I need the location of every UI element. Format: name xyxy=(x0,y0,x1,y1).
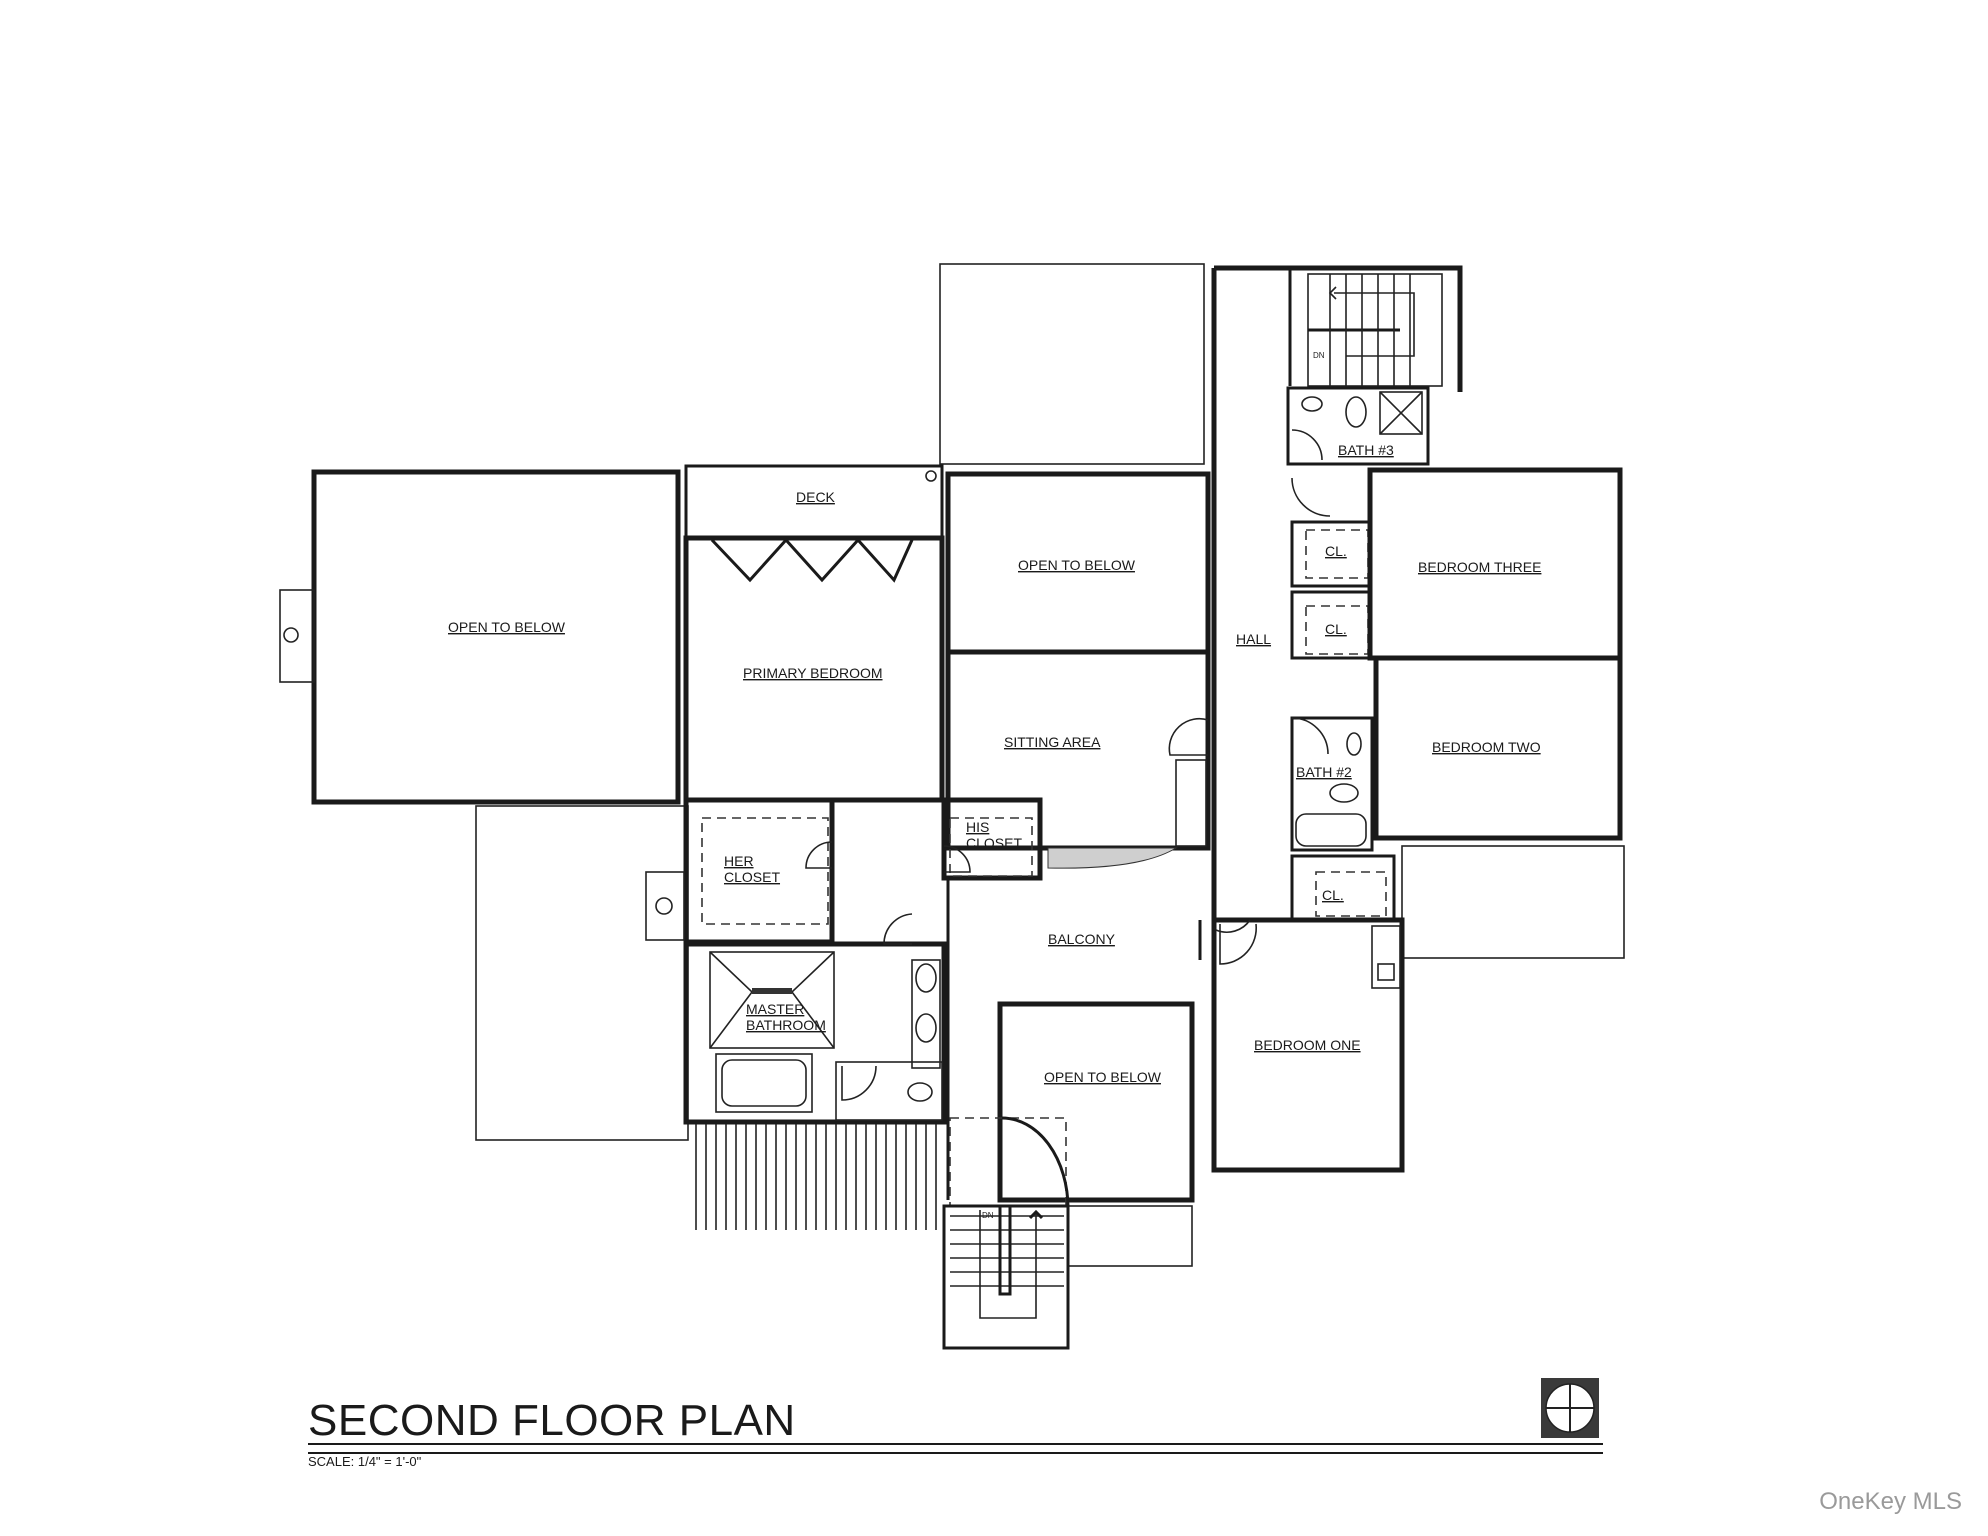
plan-title: SECOND FLOOR PLAN xyxy=(308,1396,796,1445)
room-label: HALL xyxy=(1236,631,1271,647)
room-primary-bedroom: PRIMARY BEDROOM xyxy=(683,535,945,803)
closet-label: CL. xyxy=(1322,887,1344,903)
closet-bedroom-one: CL. xyxy=(1290,854,1396,922)
room-bath-2: BATH #2 xyxy=(1290,716,1374,852)
title-underline xyxy=(308,1443,1603,1454)
room-bath-3: BATH #3 xyxy=(1286,386,1430,466)
room-deck: DECK xyxy=(684,464,944,583)
room-bedroom-one: BEDROOM ONE xyxy=(1211,917,1405,1173)
room-label: BEDROOM TWO xyxy=(1432,739,1541,755)
room-label: BALCONY xyxy=(1048,931,1116,947)
lower-floor-outlines xyxy=(475,263,1625,1267)
room-label: OPEN TO BELOW xyxy=(1044,1069,1162,1085)
stair-dn-label: DN xyxy=(982,1211,994,1220)
room-label: BEDROOM THREE xyxy=(1418,559,1541,575)
room-bedroom-two: BEDROOM TWO xyxy=(1373,655,1623,841)
room-bedroom-three: BEDROOM THREE xyxy=(1367,467,1623,661)
room-label: CLOSET xyxy=(966,835,1022,851)
closet-label: CL. xyxy=(1325,543,1347,559)
room-label: HIS xyxy=(966,819,989,835)
room-label: BATH #3 xyxy=(1338,442,1394,458)
north-arrow-icon xyxy=(1541,1378,1599,1438)
room-label: DECK xyxy=(796,489,836,505)
room-open-to-below-west: OPEN TO BELOW xyxy=(279,469,681,805)
room-label: BATHROOM xyxy=(746,1017,826,1033)
room-label: CLOSET xyxy=(724,869,780,885)
stair-bottom: DN xyxy=(942,1116,1070,1350)
room-label: MASTER xyxy=(746,1001,804,1017)
room-label: OPEN TO BELOW xyxy=(448,619,566,635)
closet-label: CL. xyxy=(1325,621,1347,637)
room-master-bathroom: MASTER BATHROOM xyxy=(683,913,947,1230)
room-balcony: BALCONY xyxy=(946,878,1251,1200)
plan-scale: SCALE: 1/4" = 1'-0" xyxy=(308,1454,422,1469)
room-label: SITTING AREA xyxy=(1004,734,1101,750)
room-open-to-below-center: OPEN TO BELOW xyxy=(945,471,1211,655)
room-his-closet: HIS CLOSET xyxy=(941,797,1043,881)
stair-top: DN xyxy=(1307,273,1443,387)
room-label: OPEN TO BELOW xyxy=(1018,557,1136,573)
room-label: BATH #2 xyxy=(1296,764,1352,780)
room-label: BEDROOM ONE xyxy=(1254,1037,1361,1053)
room-open-to-below-south: OPEN TO BELOW xyxy=(997,1001,1195,1203)
room-label: PRIMARY BEDROOM xyxy=(743,665,883,681)
stair-dn-label: DN xyxy=(1313,351,1325,360)
mls-watermark: OneKey MLS xyxy=(1819,1488,1962,1515)
room-label: HER xyxy=(724,853,754,869)
room-her-closet: HER CLOSET xyxy=(645,797,835,945)
closets-bedroom-three: CL. CL. xyxy=(1290,477,1372,660)
room-sitting-area: SITTING AREA xyxy=(945,649,1211,869)
